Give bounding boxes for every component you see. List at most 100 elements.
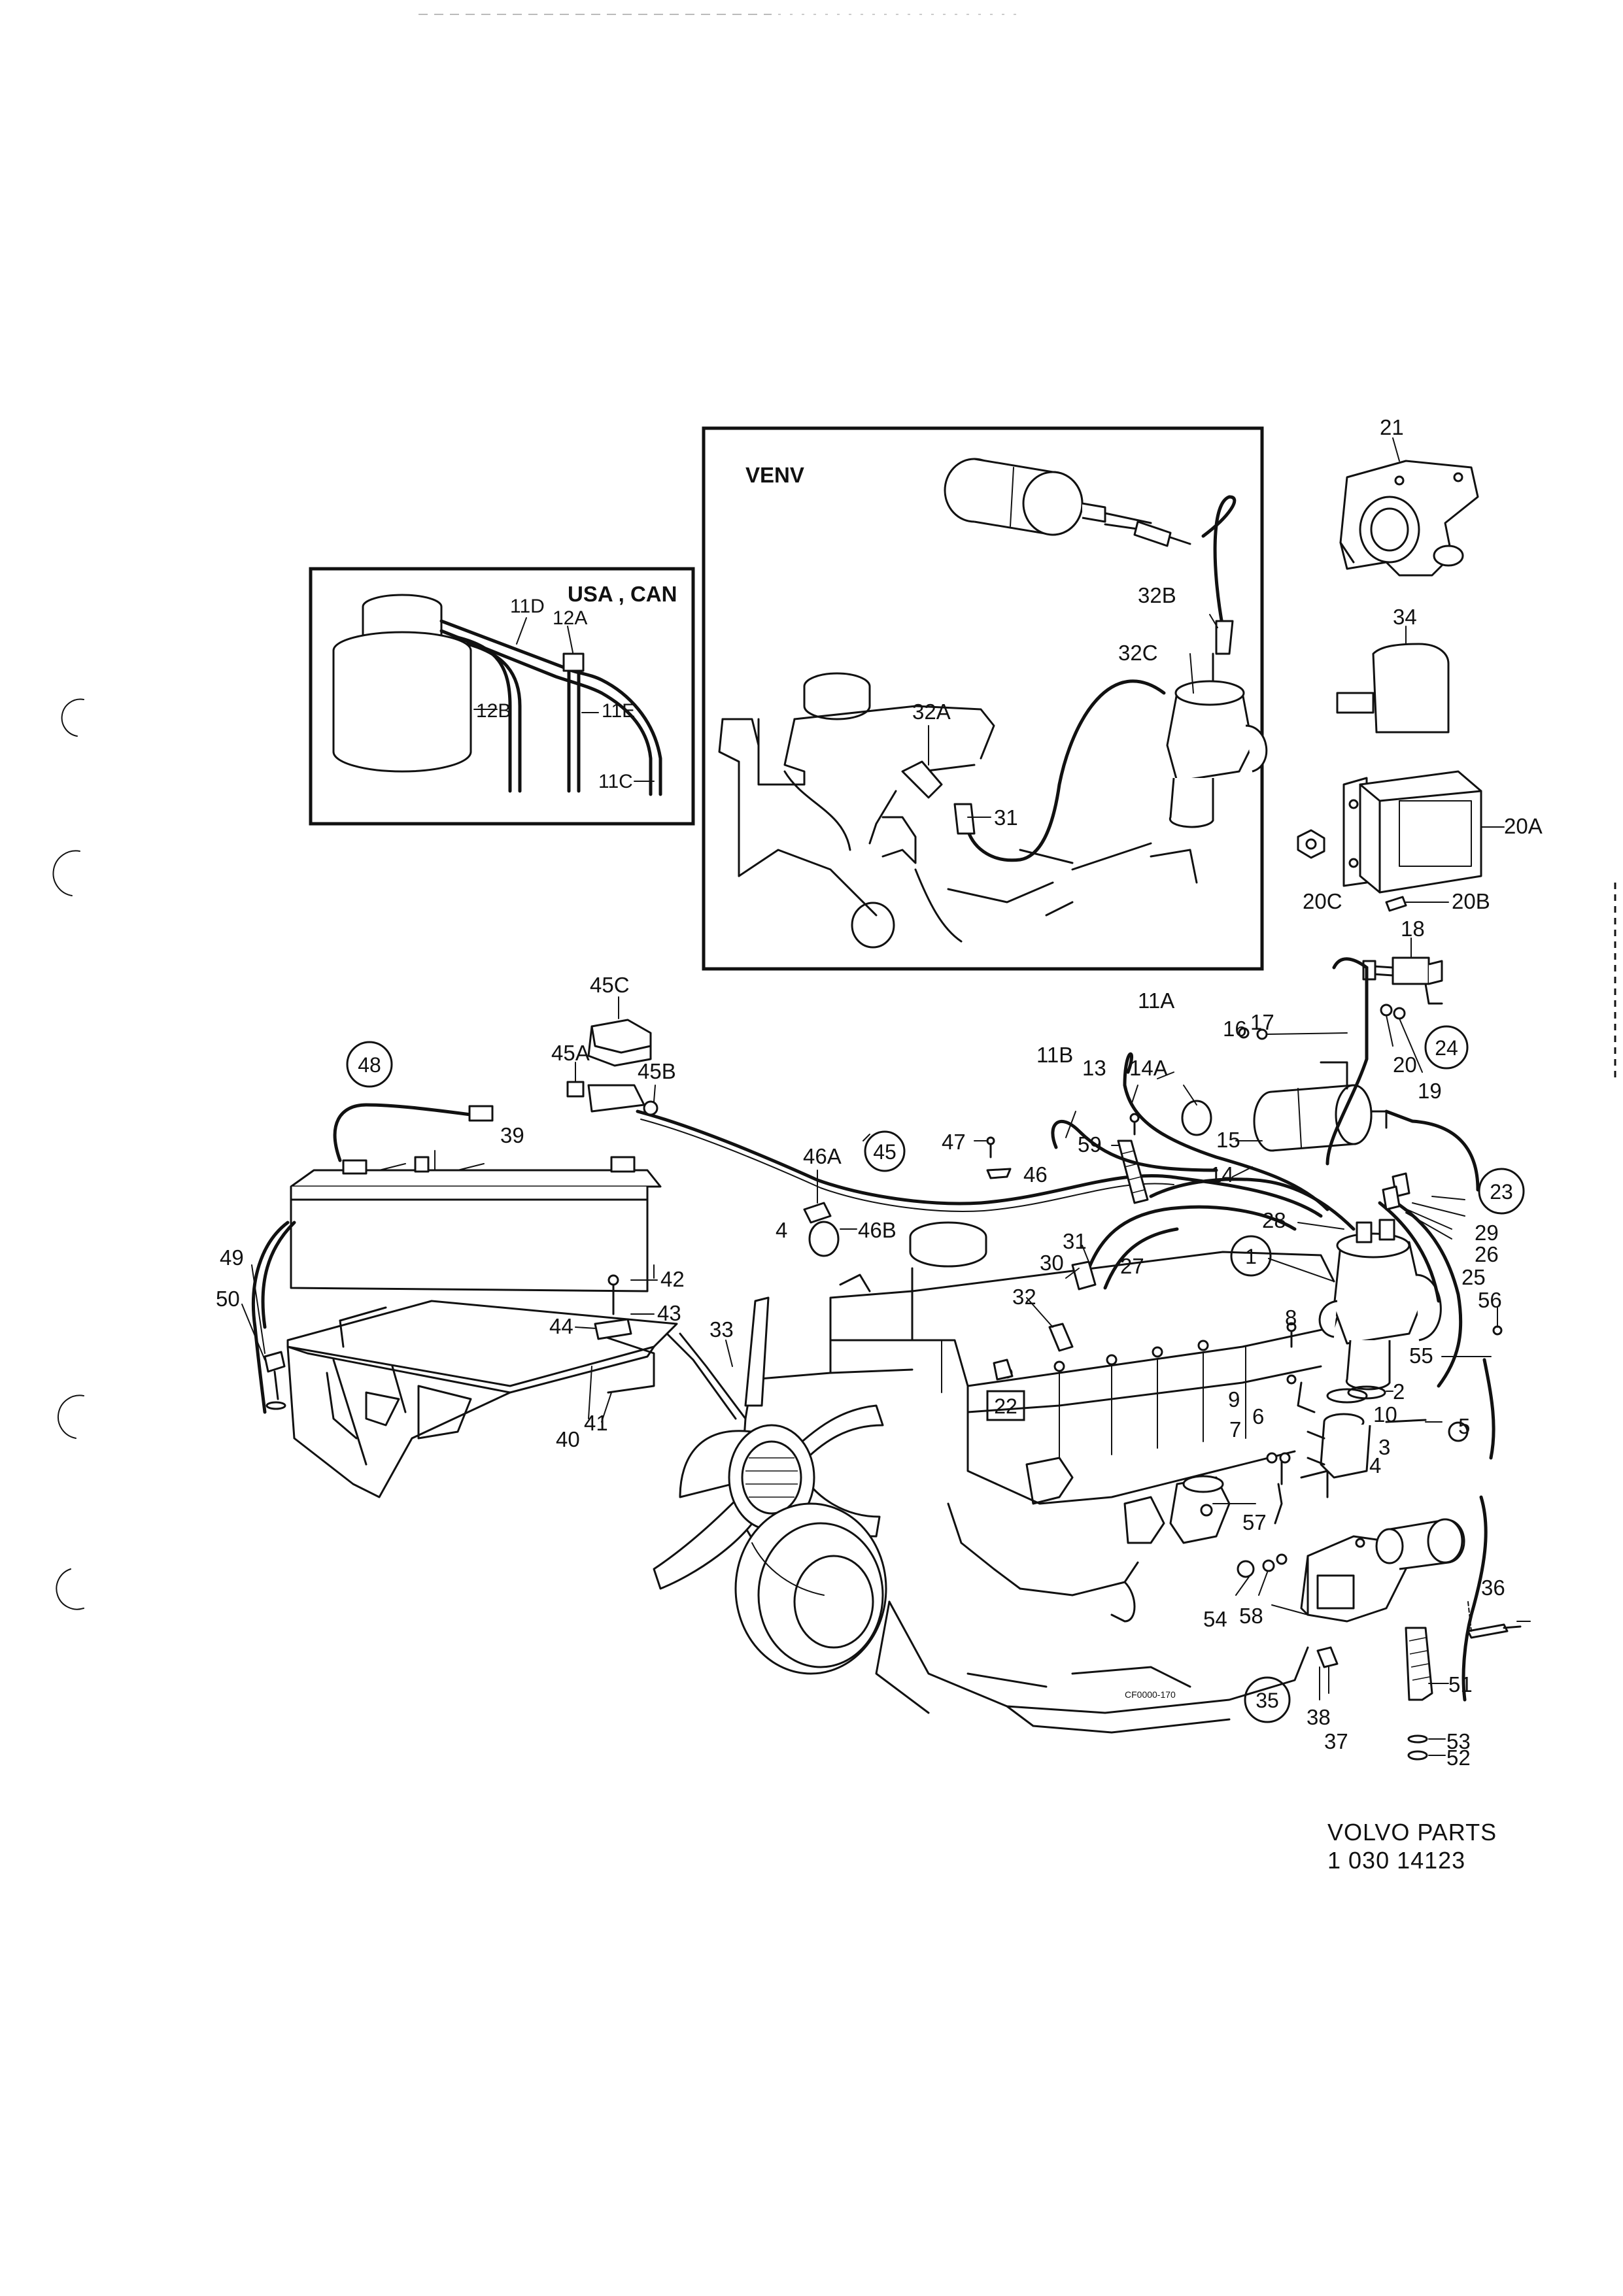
- venv-plug-boot-31: [953, 803, 976, 835]
- ground-cable: [252, 1221, 290, 1414]
- binder-hole-mark: [61, 698, 84, 737]
- lead-24: [1325, 957, 1369, 1166]
- callouts: 48 45 1 23 24 35: [346, 1025, 1525, 1723]
- ignition-coil-15: [1253, 1061, 1388, 1152]
- ring-14A: [1181, 1100, 1212, 1136]
- hose-11A: [1123, 1052, 1329, 1211]
- clip-46A: [803, 1202, 832, 1224]
- cable-55: [1461, 1495, 1488, 1702]
- label-31-venv: 31: [994, 805, 1018, 830]
- label-20B: 20B: [1452, 889, 1490, 913]
- label-21: 21: [1380, 415, 1404, 439]
- battery-39: [290, 1156, 662, 1292]
- label-50: 50: [216, 1287, 240, 1311]
- label-47: 47: [942, 1130, 966, 1154]
- label-56: 56: [1478, 1288, 1502, 1312]
- venv-plug-lead: [966, 679, 1166, 862]
- label-20A: 20A: [1504, 814, 1543, 838]
- label-12B: 12B: [476, 700, 511, 722]
- crank-pulley: [734, 1502, 887, 1675]
- starter-motor-35: [1300, 1518, 1465, 1623]
- part-labels: 21 34 20A 20C 20B 18 20 19 11D 12A 12B 1…: [216, 415, 1543, 1770]
- label-20: 20: [1393, 1053, 1417, 1077]
- label-44: 44: [549, 1314, 573, 1338]
- label-40: 40: [556, 1427, 580, 1451]
- label-2: 2: [1393, 1379, 1405, 1404]
- label-32C: 32C: [1118, 641, 1158, 665]
- label-34: 34: [1393, 605, 1417, 629]
- label-58: 58: [1239, 1604, 1263, 1628]
- label-29: 29: [1475, 1221, 1499, 1245]
- label-45A: 45A: [551, 1041, 590, 1065]
- distributor-main: [1318, 1219, 1442, 1391]
- label-42: 42: [660, 1267, 685, 1291]
- callout-35: 35: [1256, 1689, 1279, 1712]
- binder-hole-mark: [52, 850, 80, 896]
- tray-fasteners: [575, 1274, 658, 1340]
- boxed-label-22: 22: [994, 1394, 1017, 1418]
- harness-45: [636, 1109, 1323, 1218]
- label-53: 53: [1446, 1729, 1471, 1753]
- footer-brand: VOLVO PARTS: [1327, 1819, 1497, 1846]
- footer-part-number: 1 030 14123: [1327, 1847, 1465, 1874]
- label-10: 10: [1373, 1402, 1397, 1427]
- venv-inset-frame: [702, 426, 1264, 971]
- label-17: 17: [1250, 1010, 1274, 1034]
- cover-34: [1336, 626, 1450, 734]
- venv-plug-boot-32A: [901, 760, 943, 799]
- label-11E: 11E: [602, 700, 635, 722]
- venv-inset-title: VENV: [745, 463, 804, 487]
- label-20C: 20C: [1303, 889, 1342, 913]
- battery-tray-40: [286, 1300, 747, 1498]
- venv-inset: VENV: [702, 426, 1268, 971]
- callout-23: 23: [1490, 1180, 1513, 1204]
- label-11B: 11B: [1036, 1043, 1073, 1067]
- binder-hole-mark: [56, 1568, 84, 1610]
- callout-24: 24: [1435, 1036, 1458, 1060]
- label-39: 39: [500, 1123, 524, 1147]
- label-45C: 45C: [590, 973, 630, 997]
- venv-coil-lead: [1201, 495, 1237, 630]
- hose-11B: [1051, 1119, 1218, 1172]
- nut-20C: [1297, 829, 1325, 859]
- label-51: 51: [1448, 1672, 1473, 1697]
- label-14A: 14A: [1129, 1056, 1168, 1080]
- label-9: 9: [1228, 1387, 1240, 1411]
- spark-plug-boot-30: [1071, 1260, 1097, 1291]
- label-16: 16: [1223, 1017, 1247, 1041]
- label-46A: 46A: [803, 1144, 842, 1168]
- label-11A: 11A: [1138, 988, 1174, 1013]
- label-5: 5: [1458, 1414, 1470, 1438]
- label-11C: 11C: [598, 771, 633, 792]
- usa-can-inset: USA , CAN: [309, 567, 695, 826]
- label-59: 59: [1078, 1132, 1102, 1156]
- part-59: [1117, 1140, 1149, 1204]
- label-57: 57: [1242, 1510, 1267, 1534]
- label-25: 25: [1461, 1265, 1486, 1289]
- spark-plug-boot-22: [993, 1359, 1014, 1381]
- label-31: 31: [1063, 1229, 1087, 1253]
- label-4-left: 4: [776, 1218, 787, 1242]
- oil-pressure-assembly: [1274, 1381, 1371, 1525]
- label-30: 30: [1040, 1251, 1064, 1275]
- voltage-regulator-20A: [1342, 770, 1505, 894]
- label-55: 55: [1409, 1343, 1433, 1368]
- label-46B: 46B: [858, 1218, 897, 1242]
- label-15: 15: [1216, 1128, 1240, 1152]
- label-28: 28: [1262, 1208, 1286, 1232]
- label-41: 41: [584, 1411, 608, 1435]
- label-3: 3: [1378, 1435, 1390, 1459]
- binder-hole-mark: [57, 1394, 84, 1439]
- lead-25: [1384, 1194, 1463, 1388]
- label-7: 7: [1229, 1417, 1241, 1442]
- label-43: 43: [657, 1301, 681, 1325]
- battery-terminal-45: [566, 996, 658, 1116]
- label-49: 49: [220, 1245, 244, 1270]
- svg-text:CF0000-170: CF0000-170: [1125, 1689, 1176, 1700]
- bolt-36: [1467, 1623, 1509, 1639]
- label-6: 6: [1252, 1404, 1264, 1428]
- usa-can-inset-frame: [309, 567, 695, 826]
- relay-18: [1362, 937, 1443, 1005]
- label-13: 13: [1082, 1056, 1106, 1080]
